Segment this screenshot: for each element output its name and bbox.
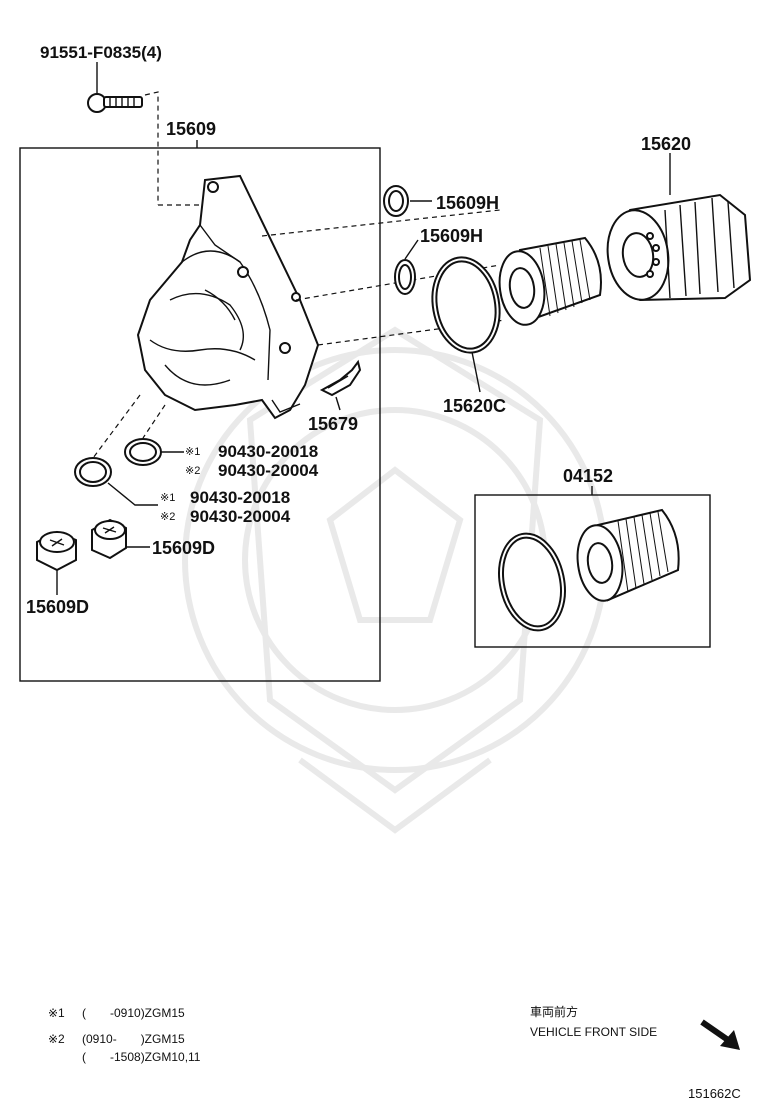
washer-b-leader — [107, 482, 158, 506]
washer-b-dash — [92, 394, 141, 459]
oring-mid-leader — [404, 239, 419, 260]
oring-mid-label: 15609H — [420, 226, 483, 246]
oring-mid-inner — [398, 264, 412, 290]
bolt-part — [87, 91, 159, 205]
washer-a-dash — [142, 404, 166, 439]
filter-element — [498, 236, 602, 326]
orientation-jp: 車両前方 — [530, 1004, 578, 1019]
clip-label: 15679 — [308, 414, 358, 434]
oring-top-inner — [388, 190, 404, 212]
orientation-en: VEHICLE FRONT SIDE — [530, 1025, 657, 1039]
plug-right-label: 15609D — [152, 538, 215, 558]
clip-part — [319, 359, 362, 397]
gasket-ring-inner — [435, 260, 497, 350]
washer-a-inner — [129, 442, 157, 462]
kit-gasket-ring-inner — [502, 536, 562, 628]
gasket-leader — [471, 351, 481, 393]
diagram-code: 151662C — [688, 1086, 741, 1101]
washer-b-mark1: ※1 — [160, 492, 175, 504]
bolt-label: 91551-F0835(4) — [40, 43, 162, 62]
washer-b-inner — [79, 461, 107, 483]
applicability-notes: ※1 ( -0910)ZGM15 ※2 (0910- )ZGM15 ( -150… — [48, 1006, 201, 1064]
front-direction-arrow-icon — [700, 1019, 740, 1050]
plug-right — [91, 518, 127, 560]
washer-b-part2: 90430-20004 — [190, 507, 291, 526]
housing-group-box — [19, 147, 381, 682]
cap-label: 15620 — [641, 134, 691, 154]
note1-mark: ※1 — [48, 1006, 65, 1020]
note2-mark: ※2 — [48, 1032, 65, 1046]
washer-a-part2: 90430-20004 — [218, 461, 319, 480]
note2-text-b: ( -1508)ZGM10,11 — [82, 1050, 201, 1064]
washer-b-part1: 90430-20018 — [190, 488, 290, 507]
note2-text-a: (0910- )ZGM15 — [82, 1032, 185, 1046]
oil-filter-housing — [136, 174, 320, 420]
washer-a-mark2: ※2 — [185, 465, 200, 477]
oil-filter-cap — [606, 193, 752, 302]
housing-label: 15609 — [166, 119, 216, 139]
plug-left — [36, 530, 77, 572]
gasket-label: 15620C — [443, 396, 506, 416]
plug-left-label: 15609D — [26, 597, 89, 617]
kit-filter-element — [576, 508, 680, 602]
oring-top-label: 15609H — [436, 193, 499, 213]
note1-text: ( -0910)ZGM15 — [82, 1006, 185, 1020]
washer-b-mark2: ※2 — [160, 511, 175, 523]
clip-leader — [335, 396, 341, 411]
washer-a-part1: 90430-20018 — [218, 442, 318, 461]
washer-a-mark1: ※1 — [185, 446, 200, 458]
element-kit-label: 04152 — [563, 466, 613, 486]
projection-line-1 — [261, 209, 501, 237]
